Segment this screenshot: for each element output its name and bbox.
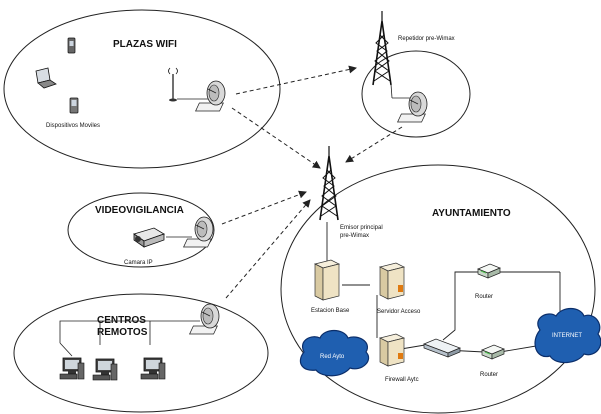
- zone-repetidor: [361, 50, 471, 138]
- videovigilancia-title: VIDEOVIGILANCIA: [95, 205, 184, 216]
- antenna-icon: [168, 67, 178, 102]
- zone-plazas-wifi: [3, 9, 281, 169]
- computer-icon: [59, 357, 85, 380]
- camera-icon: [133, 227, 165, 248]
- zone-ayuntamiento: [280, 164, 596, 414]
- camera-label: Camara IP: [124, 260, 153, 266]
- computer-icon: [92, 358, 118, 381]
- firewall-label: Firewall Aytc: [385, 377, 419, 383]
- server-icon: [378, 262, 406, 300]
- lan-lines: [59, 320, 200, 357]
- dish-icon: [397, 91, 428, 123]
- wired-links: [326, 222, 561, 353]
- centros-title-line2: REMOTOS: [97, 327, 148, 338]
- laptop-icon: [35, 67, 57, 89]
- computer-icon: [140, 357, 166, 380]
- wireless-links: [221, 65, 403, 299]
- cloud-icon: [534, 307, 601, 364]
- cloud-icon: [299, 329, 370, 377]
- ayuntamiento-title: AYUNTAMIENTO: [432, 208, 511, 219]
- emisor-label-line1: Emisor principal: [340, 225, 383, 231]
- router-icon: [477, 263, 501, 279]
- centros-title-line1: CENTROS: [97, 315, 146, 326]
- phone-icon: [67, 37, 76, 54]
- red-ayto-label: Red Ayto: [320, 354, 345, 360]
- zone-videovigilancia: [67, 192, 215, 268]
- plazas-wifi-title: PLAZAS WIFI: [113, 39, 177, 50]
- servidor-acceso-label: Servidor Acceso: [377, 309, 421, 315]
- devices-label: Dispositivos Moviles: [46, 123, 100, 129]
- router-icon: [481, 344, 505, 360]
- internet-label: INTERNET: [552, 333, 582, 339]
- server-icon: [313, 259, 341, 301]
- router-bottom-label: Router: [480, 372, 498, 378]
- repetidor-label: Repetidor pre-Wimax: [398, 36, 455, 42]
- tower-icon: [319, 145, 339, 221]
- server-icon: [378, 333, 406, 367]
- dish-icon: [195, 80, 226, 112]
- estacion-base-label: Estacion Base: [311, 308, 350, 314]
- pda-icon: [69, 97, 79, 114]
- dish-icon: [189, 303, 220, 335]
- router-top-label: Router: [475, 294, 493, 300]
- dish-icon: [183, 216, 214, 248]
- emisor-label-line2: pre-Wimax: [340, 233, 369, 239]
- zone-centros-remotos: [13, 293, 269, 413]
- tower-icon: [372, 10, 392, 86]
- switch-icon: [423, 338, 461, 358]
